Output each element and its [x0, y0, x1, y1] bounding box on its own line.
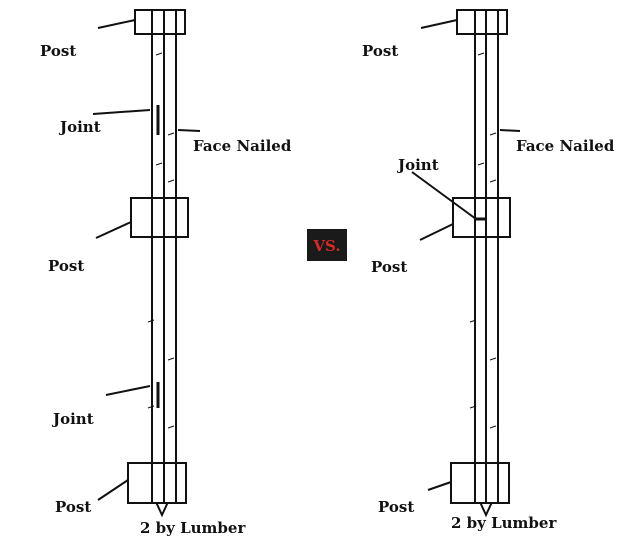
- right-post-top: [456, 9, 508, 35]
- right-post-middle-leader: [419, 223, 454, 241]
- right-panel: [411, 9, 521, 518]
- vs-badge-background: [307, 229, 347, 261]
- left-post-top-leader: [97, 19, 136, 29]
- vs-badge-label: VS.: [312, 237, 340, 255]
- left-labels: Post Joint Face Nailed Post Joint Post 2…: [40, 42, 292, 537]
- left-panel: [92, 9, 201, 518]
- right-face-nailed-label: Face Nailed: [516, 137, 615, 155]
- left-post-top-label: Post: [40, 42, 76, 60]
- left-lumber-label: 2 by Lumber: [140, 519, 246, 537]
- right-post-bottom-label: Post: [378, 498, 414, 516]
- left-post-top: [134, 9, 186, 35]
- left-joint-upper-label: Joint: [58, 118, 101, 136]
- left-nail-ticks: [147, 52, 175, 429]
- left-post-bottom-label: Post: [55, 498, 91, 516]
- right-post-top-leader: [420, 19, 458, 29]
- right-post-bottom-leader: [427, 481, 452, 491]
- left-face-nailed-leader: [177, 129, 201, 132]
- right-lumber-label: 2 by Lumber: [451, 514, 557, 532]
- left-post-bottom-leader: [97, 479, 129, 501]
- right-labels: Post Face Nailed Joint Post Post 2 by Lu…: [362, 42, 615, 532]
- left-post-middle-leader: [95, 221, 132, 239]
- right-post-top-label: Post: [362, 42, 398, 60]
- right-nail-ticks: [469, 52, 497, 429]
- left-joint-lower-label: Joint: [51, 410, 94, 428]
- left-joint-lower-leader: [105, 385, 151, 396]
- left-face-nailed-label: Face Nailed: [193, 137, 292, 155]
- right-post-bottom: [450, 462, 510, 504]
- left-joint-upper-leader: [92, 109, 151, 115]
- vs-badge: VS.: [307, 229, 347, 261]
- right-joint-label: Joint: [396, 156, 439, 174]
- left-post-bottom: [127, 462, 187, 504]
- left-post-middle-label: Post: [48, 257, 84, 275]
- right-post-middle-label: Post: [371, 258, 407, 276]
- right-lumber-point: [479, 501, 493, 518]
- right-joint-leader: [411, 171, 477, 220]
- left-lumber-point: [155, 501, 169, 518]
- left-post-middle: [130, 197, 189, 238]
- right-face-nailed-leader: [499, 129, 521, 132]
